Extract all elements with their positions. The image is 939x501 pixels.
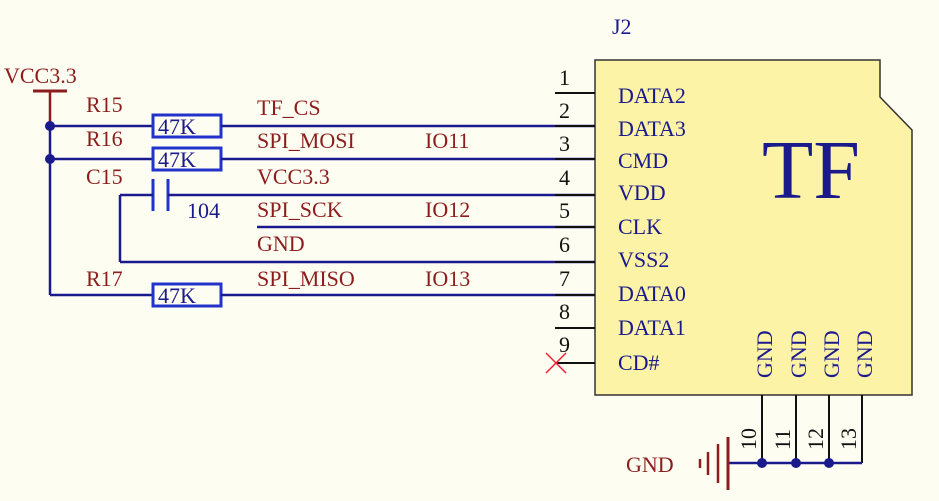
net-io11: IO11 xyxy=(425,128,469,153)
pin-name: DATA3 xyxy=(618,116,686,141)
pin-name: DATA1 xyxy=(618,315,686,340)
r15-ref: R15 xyxy=(86,92,123,117)
pin-number: 5 xyxy=(559,198,570,223)
pin-name: GND xyxy=(819,330,844,378)
pin-8: 8 DATA1 xyxy=(555,299,686,340)
connector-body-text: TF xyxy=(762,124,860,217)
connector-left-pins: 1 DATA2 2 DATA3 3 CMD 4 VDD 5 CLK 6 VSS2… xyxy=(545,65,686,375)
connector-designator: J2 xyxy=(612,14,632,39)
pin-2: 2 DATA3 xyxy=(555,98,686,141)
pin-number: 3 xyxy=(559,131,570,156)
pin-number: 1 xyxy=(559,65,570,90)
net-vcc: VCC3.3 xyxy=(257,164,330,189)
pin-name: CMD xyxy=(618,148,668,173)
r17-value: 47K xyxy=(158,283,196,308)
net-io13: IO13 xyxy=(425,266,470,291)
pin-number: 10 xyxy=(736,428,761,450)
r17-ref: R17 xyxy=(86,266,123,291)
pin-name: GND xyxy=(852,330,877,378)
gnd-label: GND xyxy=(626,452,674,477)
pin-name: VDD xyxy=(618,180,666,205)
c15-ref: C15 xyxy=(86,164,123,189)
pin-number: 4 xyxy=(559,165,570,190)
pin-name: CD# xyxy=(618,350,660,375)
pin-5: 5 CLK xyxy=(555,198,662,239)
gnd-symbol: GND xyxy=(626,437,730,490)
junction-dot xyxy=(757,458,767,468)
pin-6: 6 VSS2 xyxy=(555,232,669,272)
pin-number: 11 xyxy=(770,429,795,450)
pin-number: 2 xyxy=(559,98,570,123)
tf-card-connector-body xyxy=(594,59,913,396)
pin-name: CLK xyxy=(618,214,662,239)
r16-value: 47K xyxy=(158,147,196,172)
pin-name: VSS2 xyxy=(618,247,669,272)
pin-4: 4 VDD xyxy=(555,165,666,205)
capacitor-c15 xyxy=(151,179,170,211)
junction-dot xyxy=(791,458,801,468)
no-connect-x-icon xyxy=(545,352,567,374)
vcc-power-symbol: VCC3.3 xyxy=(4,63,77,126)
r15-value: 47K xyxy=(158,114,196,139)
pin-name: GND xyxy=(752,330,777,378)
net-io12: IO12 xyxy=(425,197,470,222)
net-tf-cs: TF_CS xyxy=(257,95,321,120)
connector-bottom-pins: GND GND GND GND 10 11 12 13 xyxy=(736,330,877,463)
pin-name: DATA0 xyxy=(618,281,686,306)
pin-number: 7 xyxy=(559,266,570,291)
pin-3: 3 CMD xyxy=(555,131,668,173)
pin-number: 9 xyxy=(559,332,570,357)
r16-ref: R16 xyxy=(86,126,123,151)
pin-1: 1 DATA2 xyxy=(555,65,686,108)
pin-number: 12 xyxy=(803,428,828,450)
pin-number: 6 xyxy=(559,232,570,257)
pin-7: 7 DATA0 xyxy=(555,266,686,306)
net-spi-miso: SPI_MISO xyxy=(257,266,355,291)
vcc-label: VCC3.3 xyxy=(4,63,77,88)
net-spi-sck: SPI_SCK xyxy=(257,197,343,222)
pin-number: 13 xyxy=(836,428,861,450)
net-spi-mosi: SPI_MOSI xyxy=(257,128,355,153)
pin-name: DATA2 xyxy=(618,83,686,108)
junction-dot xyxy=(824,458,834,468)
c15-value: 104 xyxy=(187,198,220,223)
pin-name: GND xyxy=(786,330,811,378)
net-gnd: GND xyxy=(257,231,305,256)
pin-number: 8 xyxy=(559,299,570,324)
pin-9: 9 CD# xyxy=(545,332,660,375)
